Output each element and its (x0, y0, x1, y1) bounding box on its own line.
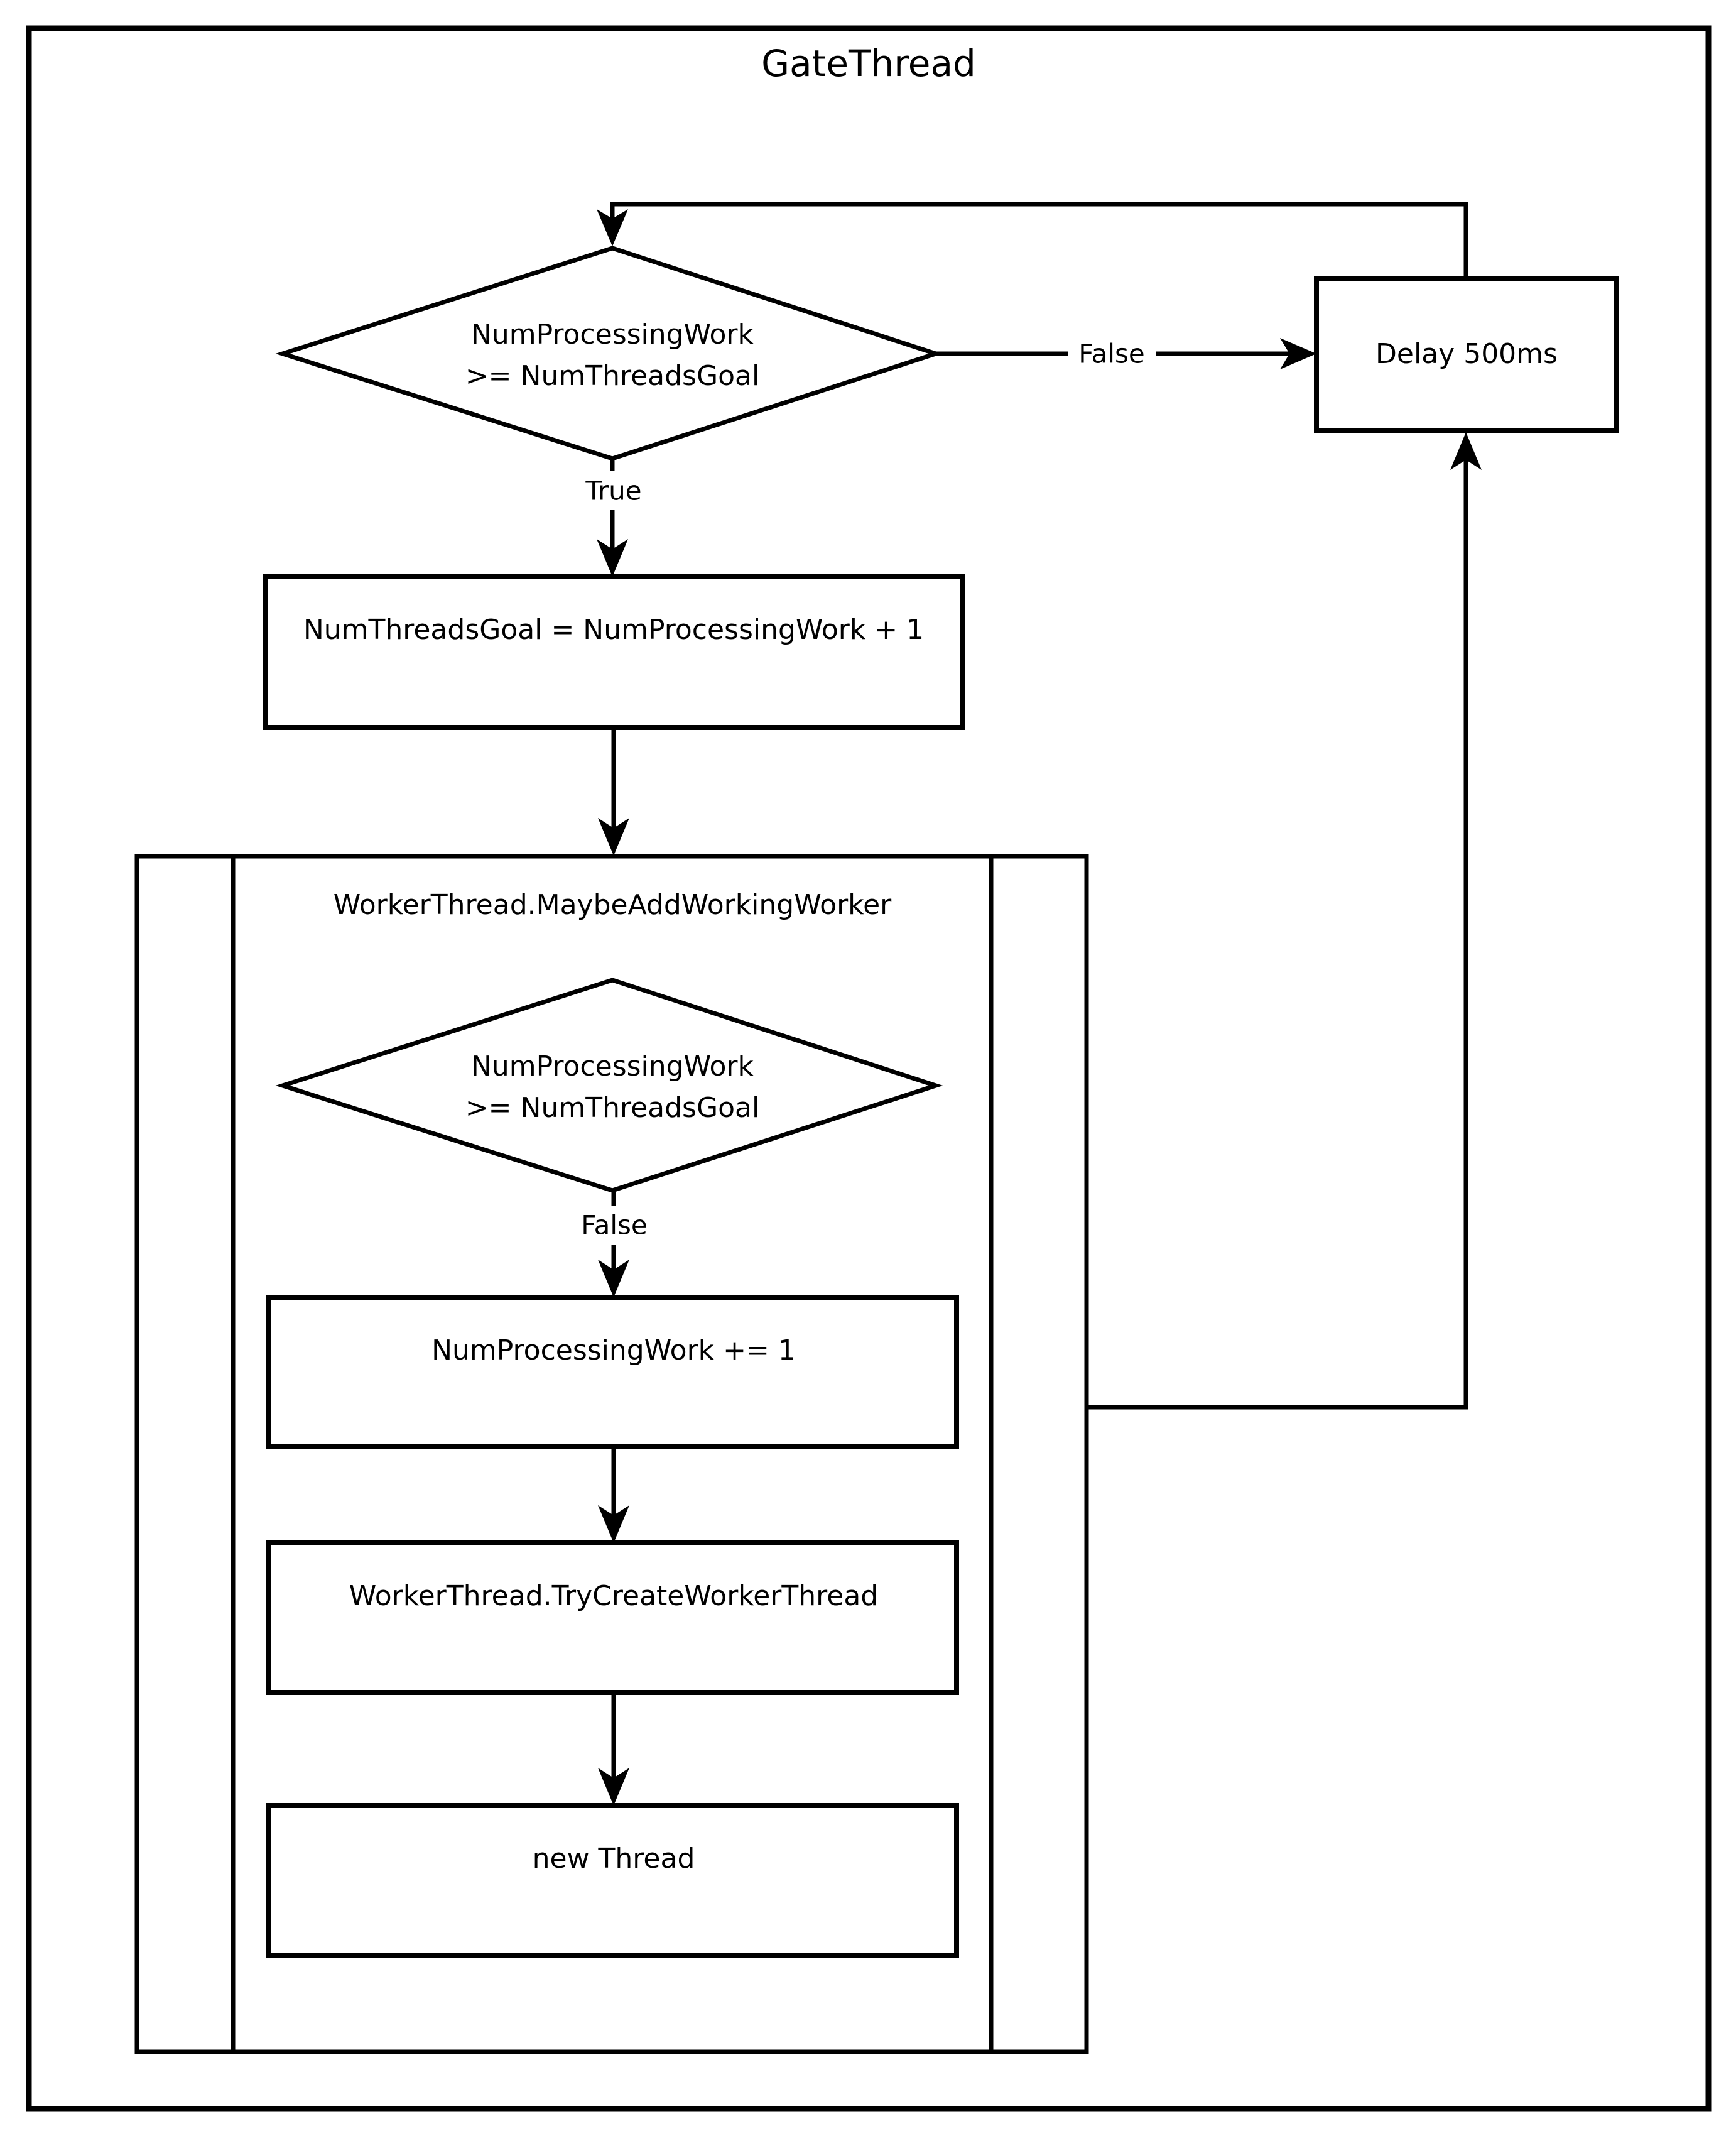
node-new-thread-label: new Thread (533, 1843, 695, 1875)
arrowhead-subgraph-to-delay (1450, 432, 1482, 470)
node-trycreate-label: WorkerThread.TryCreateWorkerThread (349, 1580, 878, 1612)
node-increment-label: NumProcessingWork += 1 (431, 1334, 796, 1366)
edge-delay-to-decision (610, 202, 1468, 278)
edge-label-inner-false-bg (570, 1206, 658, 1245)
node-trycreateworkerthread[interactable] (266, 1540, 959, 1695)
decision-inner-line2: >= NumThreadsGoal (465, 1092, 759, 1124)
arrowhead-incwork-to-trycreate (598, 1505, 629, 1543)
edge-label-true-bg (570, 471, 655, 510)
arrowhead-inner-false (598, 1260, 629, 1297)
node-set-numthreadsgoal[interactable] (263, 574, 965, 730)
edge-label-outer-false: False (1078, 339, 1144, 369)
node-delay-500ms[interactable] (1314, 276, 1619, 433)
decision-outer-line1: NumProcessingWork (471, 319, 754, 351)
gatethread-frame (26, 25, 1712, 2112)
node-delay-label: Delay 500ms (1375, 338, 1558, 370)
arrowhead-setgoal-to-subgraph (598, 818, 629, 856)
edge-label-outer-true: True (585, 476, 641, 506)
edge-label-inner-false: False (581, 1210, 647, 1241)
subgraph-inner-container (231, 854, 994, 2054)
node-increment-numprocessingwork[interactable] (266, 1295, 959, 1449)
arrowhead-trycreate-to-newthread (598, 1768, 629, 1806)
arrowhead-outer-false (1280, 338, 1316, 369)
decision-outer-numprocessingwork[interactable] (275, 246, 943, 461)
node-new-thread[interactable] (266, 1803, 959, 1958)
edge-subgraph-to-delay (1087, 455, 1468, 1410)
page-title: GateThread (761, 42, 976, 85)
decision-inner-numprocessingwork[interactable] (275, 978, 943, 1193)
edge-label-false-bg (1068, 335, 1156, 374)
decision-inner-line1: NumProcessingWork (471, 1050, 754, 1082)
arrowhead-outer-true (597, 539, 628, 577)
subgraph-title: WorkerThread.MaybeAddWorkingWorker (334, 889, 892, 921)
arrowhead-delay-to-decision (597, 209, 628, 246)
decision-outer-line2: >= NumThreadsGoal (465, 360, 759, 392)
node-set-numthreadsgoal-label: NumThreadsGoal = NumProcessingWork + 1 (303, 614, 924, 646)
